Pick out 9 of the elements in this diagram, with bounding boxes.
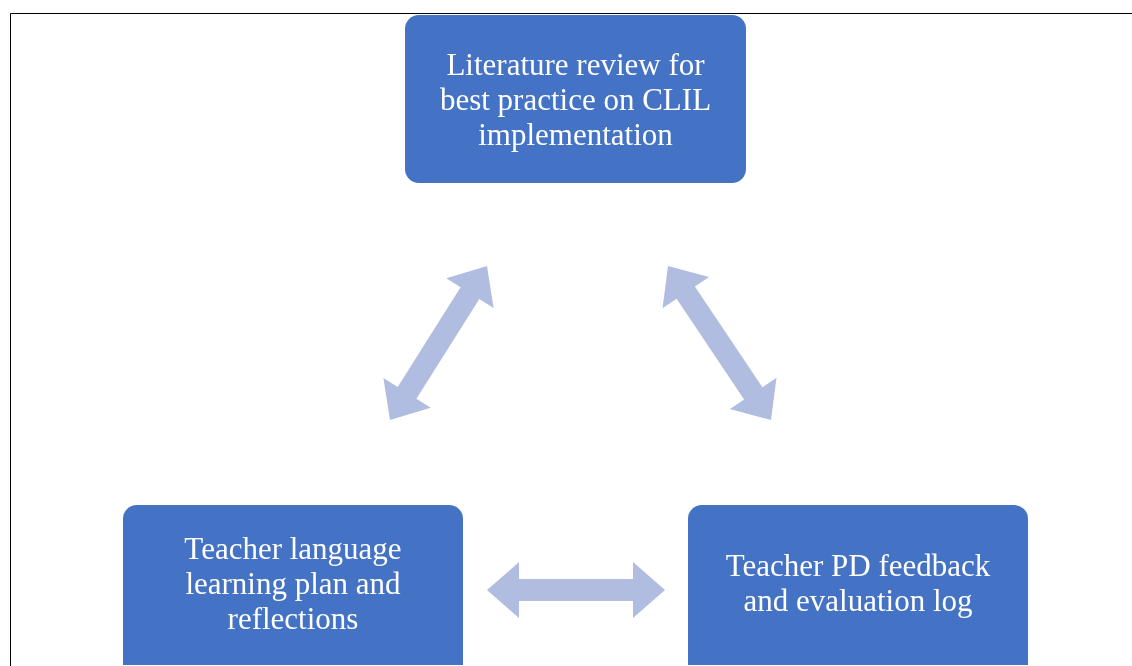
double-arrow	[487, 562, 665, 618]
process-box	[688, 505, 1028, 665]
process-box	[405, 15, 746, 183]
process-box	[123, 505, 463, 665]
double-arrow	[662, 266, 777, 420]
node-label: Teacher language learning plan and reflections	[183, 530, 403, 636]
node-label: Literature review for best practice on CLIL implementation	[438, 46, 713, 152]
node-label: Teacher PD feedback and evaluation log	[724, 548, 992, 618]
double-arrow	[383, 266, 494, 420]
